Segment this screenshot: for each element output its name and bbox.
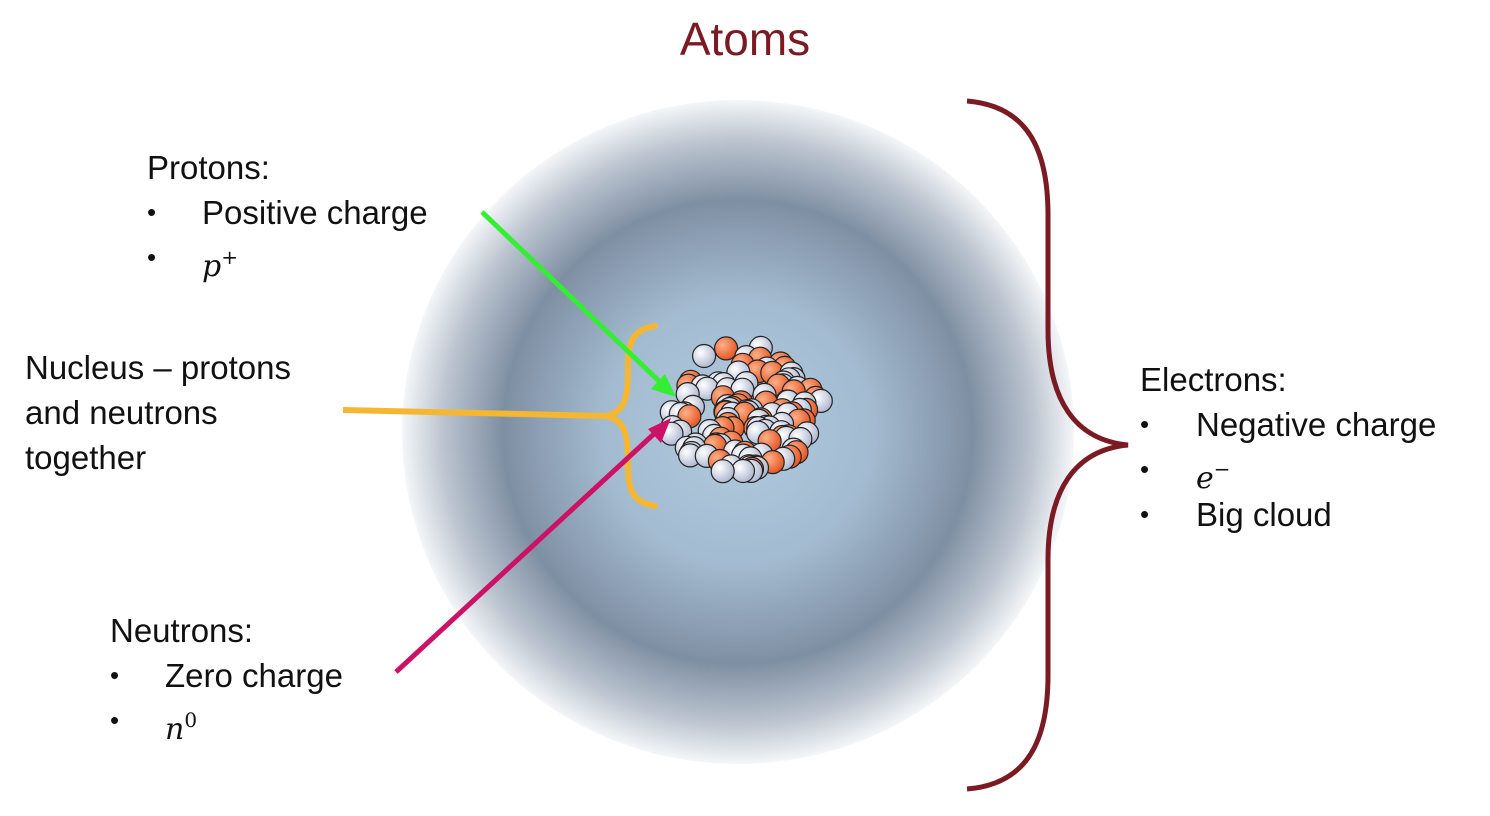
electrons-block: Electrons: • Negative charge • e− • Big …: [1140, 357, 1436, 537]
protons-heading: Protons:: [147, 149, 270, 186]
neutron-particle: [730, 458, 756, 484]
neutrons-block: Neutrons: • Zero charge • n0: [110, 608, 343, 747]
electrons-item-charge: • Negative charge: [1140, 402, 1436, 447]
neutrons-charge-text: Zero charge: [165, 657, 343, 694]
protons-item-symbol: • p+: [147, 235, 270, 284]
bullet: •: [1140, 499, 1150, 529]
neutron-symbol-base: n: [165, 712, 185, 747]
neutron-symbol: n0: [165, 698, 197, 752]
protons-block: Protons: • Positive charge • p+: [147, 145, 428, 284]
electrons-item-symbol: • e−: [1140, 447, 1287, 496]
electron-brace: [966, 98, 1129, 792]
neutron-symbol-sup: 0: [184, 708, 198, 732]
nucleus-line-3: together: [25, 439, 147, 476]
neutron-arrowhead: [648, 418, 671, 443]
nucleus-line-2: and neutrons: [25, 394, 218, 431]
neutron-arrow: [394, 430, 658, 674]
proton-symbol-base: p: [202, 249, 222, 284]
nucleus-label: Nucleus – protons and neutrons together: [25, 345, 291, 480]
proton-arrow: [480, 210, 662, 384]
proton-arrowhead: [651, 374, 676, 397]
proton-particle: [713, 336, 739, 361]
nucleus-pointer-line: [342, 407, 607, 419]
electrons-charge-text: Negative charge: [1196, 406, 1437, 443]
electron-symbol: e−: [1196, 447, 1231, 501]
neutrons-item-symbol: • n0: [110, 698, 253, 747]
bullet: •: [1140, 454, 1150, 484]
protons-item-charge: • Positive charge: [147, 190, 428, 235]
diagram-title: Atoms: [679, 13, 811, 65]
electron-symbol-base: e: [1196, 461, 1214, 496]
proton-symbol: p+: [202, 235, 238, 289]
neutron-particle: [691, 343, 717, 369]
bullet: •: [110, 705, 120, 735]
electrons-item-cloud: • Big cloud: [1140, 492, 1332, 537]
neutron-particle: [710, 459, 735, 484]
bullet: •: [147, 242, 157, 272]
nucleus: [659, 335, 833, 484]
neutrons-item-charge: • Zero charge: [110, 653, 343, 698]
proton-symbol-sup: +: [221, 245, 238, 269]
bullet: •: [1140, 409, 1150, 439]
protons-charge-text: Positive charge: [202, 194, 428, 231]
nucleus-line-1: Nucleus – protons: [25, 349, 291, 386]
bullet: •: [110, 660, 120, 690]
electrons-cloud-text: Big cloud: [1196, 496, 1332, 533]
electrons-heading: Electrons:: [1140, 361, 1287, 398]
electron-symbol-sup: −: [1213, 457, 1231, 481]
neutrons-heading: Neutrons:: [110, 612, 254, 649]
bullet: •: [147, 197, 157, 227]
